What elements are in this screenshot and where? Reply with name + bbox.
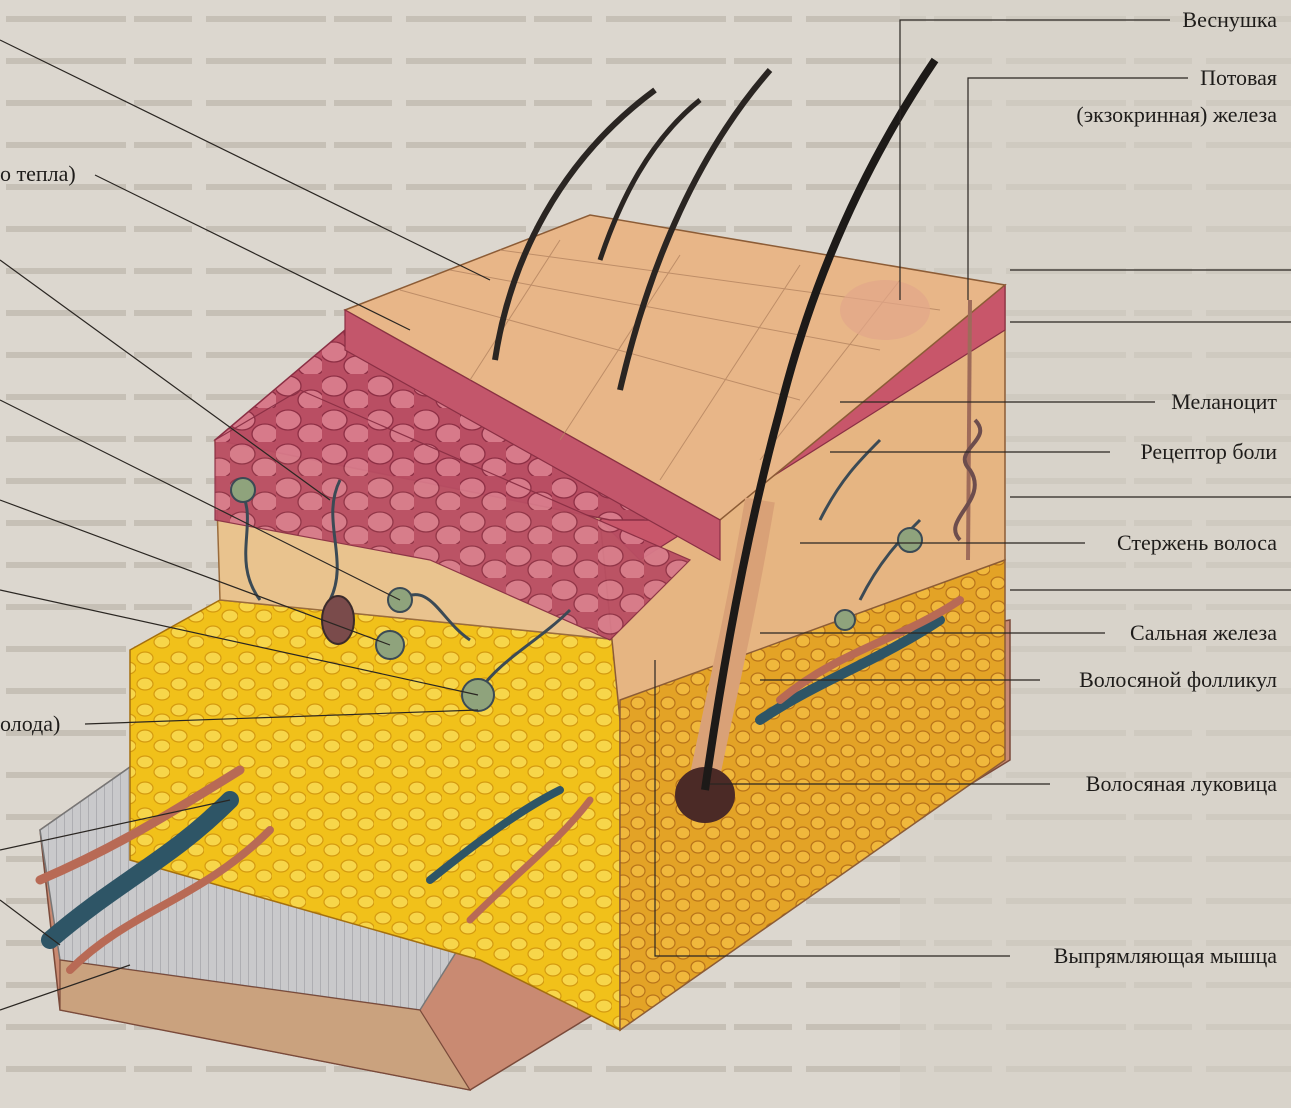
label-pain-receptor: Рецептор боли <box>1140 439 1277 465</box>
label-freckle: Веснушка <box>1182 7 1277 33</box>
label-arrector-muscle: Выпрямляющая мышца <box>1054 943 1277 969</box>
label-hair-bulb: Волосяная луковица <box>1086 771 1277 797</box>
label-cold-receptor-fragment: олода) <box>0 711 60 737</box>
label-hair-follicle: Волосяной фолликул <box>1079 667 1277 693</box>
label-hair-shaft: Стержень волоса <box>1117 530 1277 556</box>
label-heat-receptor-fragment: о тепла) <box>0 161 76 187</box>
label-sebaceous-gland: Сальная железа <box>1130 620 1277 646</box>
label-melanocyte: Меланоцит <box>1171 389 1277 415</box>
label-sweat-gland-line2: (экзокринная) железа <box>1076 102 1277 128</box>
label-sweat-gland-line1: Потовая <box>1200 65 1277 91</box>
